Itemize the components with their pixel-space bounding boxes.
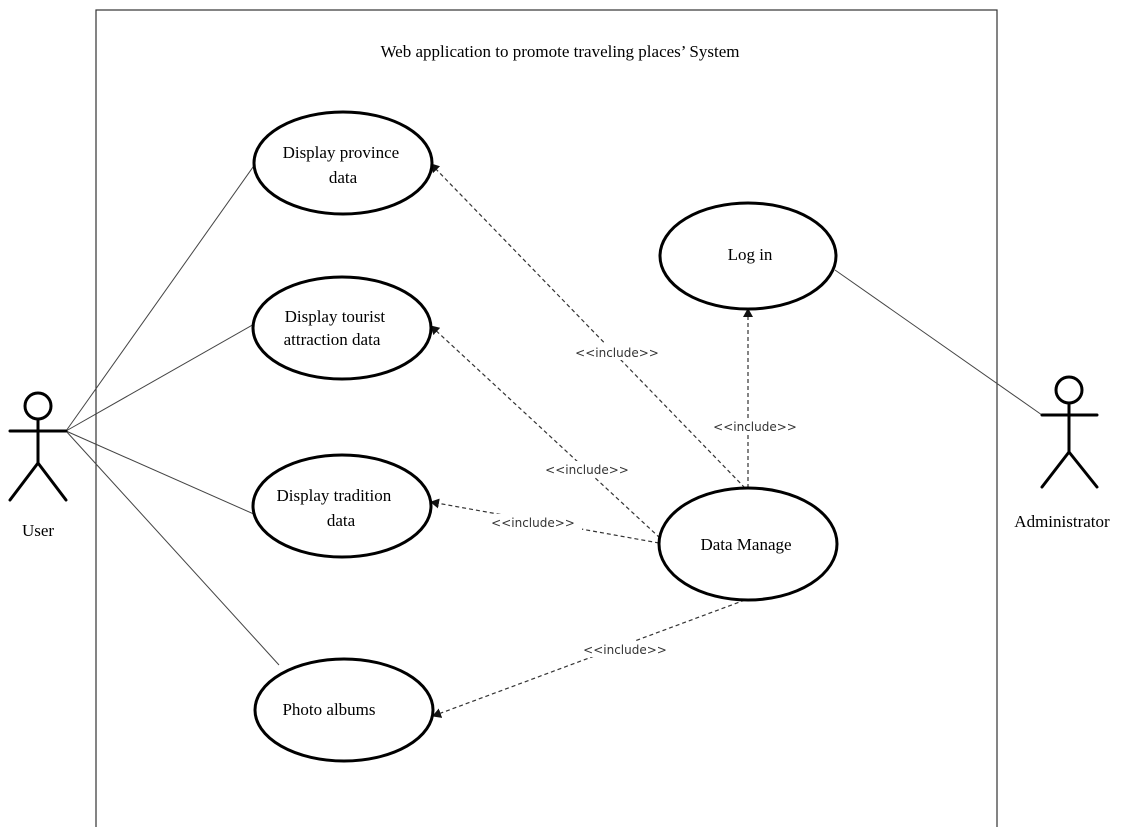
use-case-label-line2: attraction data (284, 330, 381, 349)
include-labels: <<include>> <<include>> <<include>> <<in… (484, 344, 804, 657)
use-case-label-line1: Display province (283, 143, 400, 162)
actor-user[interactable]: User (8, 391, 68, 540)
use-case-label-line2: data (329, 168, 358, 187)
svg-text:Data Manage: Data Manage (700, 535, 791, 554)
user-associations (65, 159, 280, 666)
include-to-albums (432, 599, 746, 718)
actor-administrator[interactable]: Administrator (1014, 375, 1110, 531)
system-title: Web application to promote traveling pla… (381, 42, 740, 61)
assoc-user-tourist (65, 322, 257, 432)
include-label-albums: <<include>> (583, 643, 667, 657)
use-case-display-tourist[interactable]: Display tourist attraction data (251, 275, 433, 381)
stick-figure-icon (8, 391, 68, 502)
assoc-user-province (65, 159, 259, 432)
stick-figure-icon (1040, 375, 1099, 489)
use-case-label-line1: Data Manage (700, 535, 791, 554)
actor-user-label: User (22, 521, 54, 540)
use-case-label-line1: Log in (728, 245, 773, 264)
include-label-province: <<include>> (575, 346, 659, 360)
include-to-province (430, 163, 746, 489)
use-case-data-manage[interactable]: Data Manage (657, 486, 839, 602)
use-case-label-line1: Display tradition (277, 486, 392, 505)
assoc-user-tradition (65, 430, 257, 516)
include-label-tourist: <<include>> (545, 463, 629, 477)
use-case-photo-albums[interactable]: Photo albums (253, 657, 435, 763)
use-case-label-line1: Photo albums (282, 700, 375, 719)
svg-text:Photo albums: Photo albums (282, 700, 375, 719)
assoc-user-albums (65, 430, 280, 666)
use-case-label-line1: Display tourist (285, 307, 386, 326)
svg-text:Display province data: Display province data (283, 143, 404, 187)
system-boundary (95, 9, 998, 827)
include-label-tradition: <<include>> (491, 516, 575, 530)
svg-text:Display tradition data: Display tradition data (277, 486, 396, 530)
use-case-log-in[interactable]: Log in (658, 201, 838, 311)
use-case-display-province[interactable]: Display province data (252, 110, 434, 216)
include-to-tourist (430, 325, 661, 539)
assoc-admin-login (834, 269, 1043, 416)
actor-admin-label: Administrator (1014, 512, 1110, 531)
svg-text:Log in: Log in (728, 245, 773, 264)
use-case-display-tradition[interactable]: Display tradition data (251, 453, 433, 559)
use-case-label-line2: data (327, 511, 356, 530)
include-label-login: <<include>> (713, 420, 797, 434)
svg-text:Display tourist attract: Display tourist attraction data (284, 307, 390, 349)
